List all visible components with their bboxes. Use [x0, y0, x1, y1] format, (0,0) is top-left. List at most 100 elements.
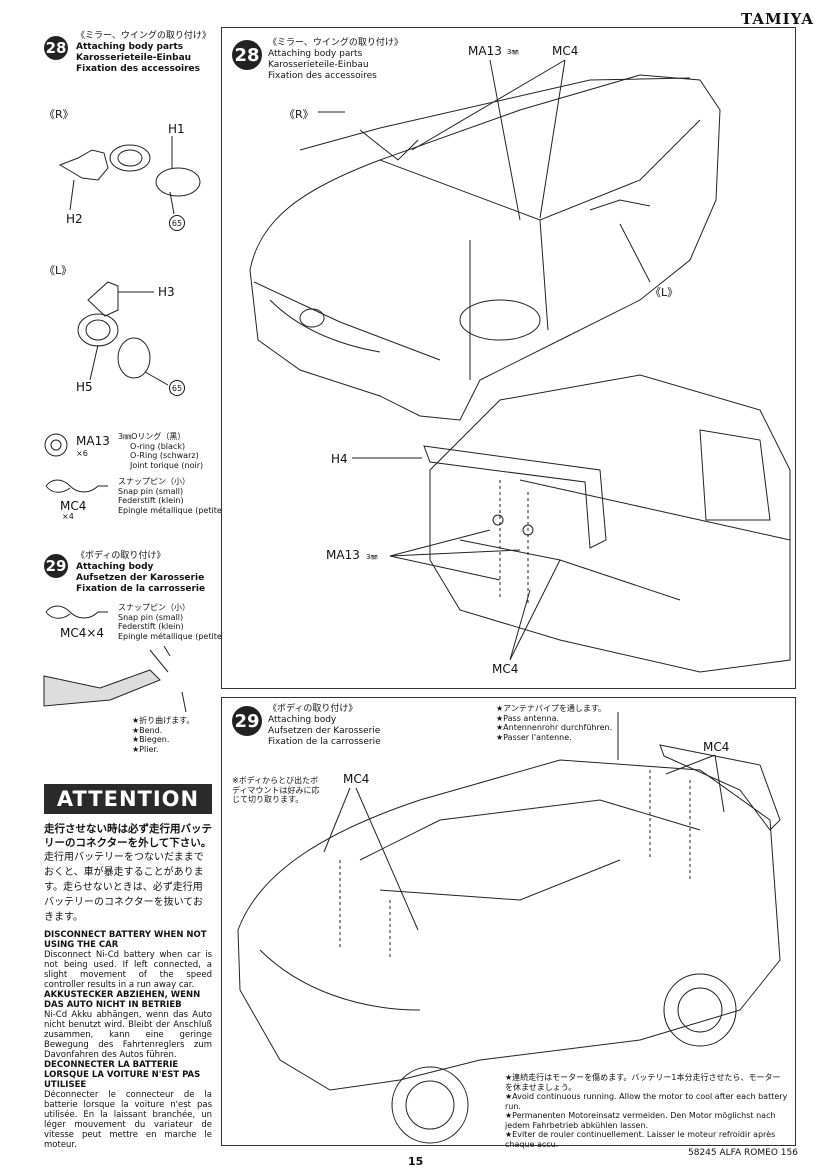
step-29-small-en: Attaching body — [76, 562, 154, 572]
panel29-title-fr: Fixation de la carrosserie — [268, 737, 381, 747]
panel28-mc4b-label: MC4 — [492, 662, 519, 676]
step-29-part-en: Snap pin (small) — [118, 612, 184, 622]
body-mount-note: ※ボディからとび出たボディマウントは好みに応じて切り取ります。 — [232, 776, 320, 804]
part-ma13-desc-en: O-ring (black) — [130, 441, 186, 451]
step-29-part-jp: スナップピン（小） — [118, 603, 190, 612]
panel29-mc4a-label: MC4 — [343, 772, 370, 786]
run-note: ★連続走行はモーターを傷めます。バッテリー1本分走行させたら、モーターを休ませま… — [505, 1073, 788, 1149]
panel28-ma13-label: MA13 — [468, 44, 502, 58]
part-65-label-a: 65 — [169, 215, 185, 231]
attention-jp-bold: 走行させない時は必ず走行用バッテリーのコネクターを外して下さい。 — [44, 823, 212, 849]
part-h1-label: H1 — [168, 122, 185, 136]
panel29-title-de: Aufsetzen der Karosserie — [268, 726, 381, 736]
run-note-jp: ★連続走行はモーターを傷めます。バッテリー1本分走行させたら、モーターを休ませま… — [505, 1073, 781, 1092]
step-28-panel — [221, 27, 796, 689]
brand-logo: TAMIYA — [741, 10, 814, 28]
o-ring-icon — [44, 433, 68, 457]
part-mc4-desc-de: Federstift (klein) — [118, 496, 184, 505]
step-28-title-de: Karosserieteile-Einbau — [76, 53, 192, 63]
step-28-title-en: Attaching body parts — [76, 42, 184, 52]
bend-note-fr: ★Plier. — [132, 744, 159, 754]
attention-fr-body: Déconnecter le connecteur de la batterie… — [44, 1090, 212, 1150]
mirror-left-label: 《L》 — [44, 264, 73, 277]
panel29-title-jp: 《ボディの取り付け》 — [268, 704, 358, 714]
step-29-small-fr: Fixation de la carrosserie — [76, 584, 206, 594]
mirror-right-illustration — [58, 136, 201, 215]
part-ma13-desc-fr: Joint torique (noir) — [130, 460, 204, 470]
attention-fr-head: DECONNECTER LA BATTERIE LORSQUE LA VOITU… — [44, 1060, 201, 1090]
snap-pin-icon — [45, 479, 108, 493]
bend-note: ★折り曲げます。 ★Bend. ★Biegen. ★Plier. — [132, 716, 194, 754]
part-mc4-name: MC4 — [60, 499, 87, 513]
part-ma13-desc-de: O-Ring (schwarz) — [130, 451, 199, 460]
panel29-title-en: Attaching body — [268, 715, 337, 725]
step-29-small-de: Aufsetzen der Karosserie — [76, 573, 205, 583]
panel28-title-jp: 《ミラー、ウイングの取り付け》 — [268, 38, 403, 48]
step-29-badge-small: 29 — [44, 554, 68, 578]
part-h3-label: H3 — [158, 285, 175, 299]
run-note-de: ★Permanenten Motoreinsatz vermeiden. Den… — [505, 1111, 776, 1130]
panel28-ma13b-size: 3㎜ — [366, 553, 378, 561]
attention-en-head: DISCONNECT BATTERY WHEN NOT USING THE CA… — [44, 930, 207, 950]
part-mc4-desc-en: Snap pin (small) — [118, 486, 184, 496]
part-mc4-qty: ×4 — [62, 512, 74, 521]
step-28-title: 《ミラー、ウイングの取り付け》 Attaching body parts Kar… — [76, 31, 226, 75]
o-ring-icon-inner — [50, 439, 62, 451]
run-note-en: ★Avoid continuous running. Allow the mot… — [505, 1092, 788, 1111]
attention-text: 走行させない時は必ず走行用バッテリーのコネクターを外して下さい。 走行用バッテリ… — [44, 822, 212, 1150]
step-29-panel-badge: 29 — [232, 706, 262, 736]
step-29-part-de: Federstift (klein) — [118, 622, 184, 631]
step-29-small-jp: 《ボディの取り付け》 — [76, 551, 166, 561]
part-ma13-name: MA13 — [76, 434, 110, 448]
bend-illustration — [43, 645, 187, 713]
panel28-ma13b-label: MA13 — [326, 548, 360, 562]
antenna-note-fr: ★Passer l'antenne. — [496, 732, 572, 742]
step-29-part-fr: Epingle métallique (petite) — [118, 631, 225, 641]
step-29-panel-title: 《ボディの取り付け》 Attaching body Aufsetzen der … — [268, 704, 448, 748]
antenna-note-de: ★Antennenrohr durchführen. — [496, 723, 613, 732]
mirror-left-illustration — [77, 281, 169, 386]
step-28-badge: 28 — [44, 36, 68, 60]
part-h2-label: H2 — [66, 212, 83, 226]
part-mc4-desc: スナップピン（小） Snap pin (small) Federstift (k… — [118, 477, 225, 515]
step-28-panel-badge: 28 — [232, 40, 262, 70]
part-ma13-desc-jp: 3㎜Oリング（黒） — [118, 432, 186, 441]
part-h5-label: H5 — [76, 380, 93, 394]
bend-note-en: ★Bend. — [132, 725, 163, 735]
attention-de-body: Ni-Cd Akku abhängen, wenn das Auto nicht… — [44, 1010, 212, 1060]
antenna-note: ★アンテナパイプを通します。 ★Pass antenna. ★Antennenr… — [496, 704, 636, 742]
bend-note-de: ★Biegen. — [132, 735, 170, 744]
panel28-l-label: 《L》 — [650, 286, 679, 299]
part-ma13-qty: ×6 — [76, 449, 88, 458]
panel28-mc4-label: MC4 — [552, 44, 579, 58]
part-mc4-desc-jp: スナップピン（小） — [118, 477, 190, 486]
panel28-title-fr: Fixation des accessoires — [268, 71, 377, 81]
step-29-part-mc4: MC4×4 — [60, 626, 105, 640]
part-mc4-desc-fr: Epingle métallique (petite) — [118, 505, 225, 515]
page-number: 15 — [408, 1155, 424, 1168]
antenna-note-jp: ★アンテナパイプを通します。 — [496, 704, 607, 713]
attention-jp-body: 走行用バッテリーをつないだままでおくと、車が暴走することがあります。走らせないと… — [44, 852, 204, 923]
step-28-title-jp: 《ミラー、ウイングの取り付け》 — [76, 31, 211, 41]
step-28-title-fr: Fixation des accessoires — [76, 64, 200, 74]
panel28-title-en: Attaching body parts — [268, 49, 363, 59]
attention-de-head: AKKUSTECKER ABZIEHEN, WENN DAS AUTO NICH… — [44, 990, 201, 1010]
step-29-title-small: 《ボディの取り付け》 Attaching body Aufsetzen der … — [76, 551, 226, 595]
model-code: 58245 ALFA ROMEO 156 — [688, 1148, 798, 1158]
bend-note-jp: ★折り曲げます。 — [132, 716, 195, 725]
mirror-right-label: 《R》 — [44, 108, 74, 121]
attention-en-body: Disconnect Ni-Cd battery when car is not… — [44, 950, 212, 990]
step-28-panel-title: 《ミラー、ウイングの取り付け》 Attaching body parts Kar… — [268, 38, 448, 82]
part-ma13-desc: 3㎜Oリング（黒） O-ring (black) O-Ring (schwarz… — [118, 432, 203, 470]
snap-pin-icon-2 — [45, 605, 108, 619]
step-29-part-desc: スナップピン（小） Snap pin (small) Federstift (k… — [118, 603, 225, 641]
antenna-note-en: ★Pass antenna. — [496, 713, 560, 723]
panel29-mc4b-label: MC4 — [703, 740, 730, 754]
panel28-title-de: Karosserieteile-Einbau — [268, 60, 369, 70]
run-note-fr: ★Eviter de rouler continuellement. Laiss… — [505, 1130, 776, 1149]
panel28-h4-label: H4 — [331, 452, 348, 466]
part-65-label-b: 65 — [169, 380, 185, 396]
panel28-r-label: 《R》 — [284, 108, 314, 121]
panel28-ma13-size: 3㎜ — [507, 48, 519, 56]
attention-banner: ATTENTION — [44, 784, 212, 814]
